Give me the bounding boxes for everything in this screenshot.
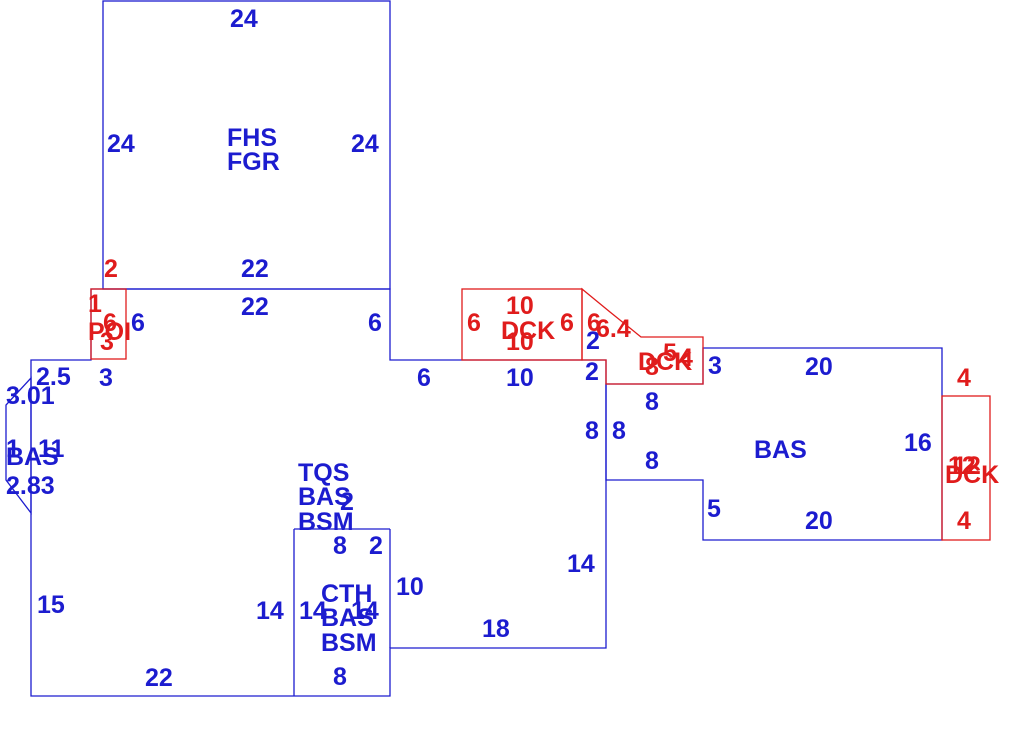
dim-lower-bottom: 8 — [333, 663, 347, 691]
dim-main-notch-right: 6 — [368, 309, 382, 337]
dim-main-bottom: 22 — [145, 664, 173, 692]
dim-rdeck-a: 12 — [948, 452, 976, 480]
dim-rdeck-b: 12 — [953, 452, 981, 480]
dim-step-f: 3 — [708, 352, 722, 380]
dim-porch-bottom: 3 — [100, 328, 114, 356]
deck-center-label: DCK — [501, 317, 555, 345]
dim-step-diag: 6.4 — [596, 315, 631, 343]
dim-deck-right: 6 — [560, 309, 574, 337]
dim-ell-bottom: 18 — [482, 615, 510, 643]
dim-main-top: 22 — [241, 293, 269, 321]
dim-conn-d: 8 — [645, 447, 659, 475]
dim-left-step: 3 — [99, 364, 113, 392]
deck-right-outline — [941, 395, 991, 541]
dim-deck-top: 10 — [506, 292, 534, 320]
dim-lower-right: 10 — [396, 573, 424, 601]
dim-porch-top: 2 — [104, 255, 118, 283]
lower-label-cth: CTH — [321, 580, 372, 608]
dim-conn-c: 8 — [612, 417, 626, 445]
dim-step-left: 6 — [587, 309, 601, 337]
dim-rdeck-top: 4 — [957, 364, 971, 392]
dim-porch-left: 1 — [88, 290, 102, 318]
center-label-bsm: BSM — [298, 508, 354, 536]
lower-label-bsm: BSM — [321, 629, 377, 657]
center-label-tqs: TQS — [298, 459, 349, 487]
dim-right-left: 5 — [707, 495, 721, 523]
dim-deck-left: 6 — [467, 309, 481, 337]
dim-lower-b: 14 — [299, 597, 327, 625]
dim-left-top: 2.5 — [36, 363, 71, 391]
deck-step-label: DCK — [638, 348, 692, 376]
dim-ell-right: 14 — [567, 550, 595, 578]
dim-main-notch-bottom: 6 — [417, 364, 431, 392]
porch-outline — [90, 288, 127, 360]
porch-label: POI — [88, 318, 131, 346]
left-bas-label: BAS — [6, 443, 59, 471]
dim-center-top-hidden: 2 — [340, 488, 354, 516]
dim-garage-left: 24 — [107, 130, 135, 158]
dim-conn-b: 8 — [585, 417, 599, 445]
dim-right-top: 20 — [805, 353, 833, 381]
dim-rdeck-bottom: 4 — [957, 507, 971, 535]
dim-right-right: 16 — [904, 429, 932, 457]
dim-main-left: 15 — [37, 591, 65, 619]
dim-center-a: 8 — [333, 532, 347, 560]
dim-right-bottom: 20 — [805, 507, 833, 535]
dim-deck-under: 10 — [506, 364, 534, 392]
dim-step-a: 2 — [586, 327, 600, 355]
dim-bay-front-a: 1 — [6, 435, 20, 463]
dim-garage-right: 24 — [351, 130, 379, 158]
bay-window-outline — [5, 376, 32, 515]
dim-conn-a: 8 — [645, 388, 659, 416]
garage-label-fhs: FHS — [227, 124, 277, 152]
dim-bay-front-b: 11 — [38, 435, 65, 463]
dim-deck-bottom: 10 — [506, 328, 534, 356]
dim-porch-right: 6 — [131, 309, 145, 337]
dim-lower-a: 14 — [256, 597, 284, 625]
dim-step-d: 4 — [679, 344, 693, 372]
deck-step-outline — [581, 287, 704, 385]
dim-garage-bottom: 22 — [241, 255, 269, 283]
garage-label-fgr: FGR — [227, 148, 280, 176]
dim-porch-mid: 6 — [103, 309, 117, 337]
right-bas-label: BAS — [754, 436, 807, 464]
dim-step-b: 2 — [585, 358, 599, 386]
dim-step-e: 8 — [645, 353, 659, 381]
dim-garage-top: 24 — [230, 5, 258, 33]
dim-bay-lower: 2.83 — [6, 472, 55, 500]
center-label-bas: BAS — [298, 483, 351, 511]
lower-label-bas: BAS — [321, 604, 374, 632]
dim-center-b: 2 — [369, 532, 383, 560]
dim-step-c: 5 — [663, 339, 677, 367]
dim-bay-upper: 3.01 — [6, 382, 55, 410]
dim-lower-c: 14 — [351, 597, 379, 625]
deck-right-label: DCK — [945, 461, 999, 489]
